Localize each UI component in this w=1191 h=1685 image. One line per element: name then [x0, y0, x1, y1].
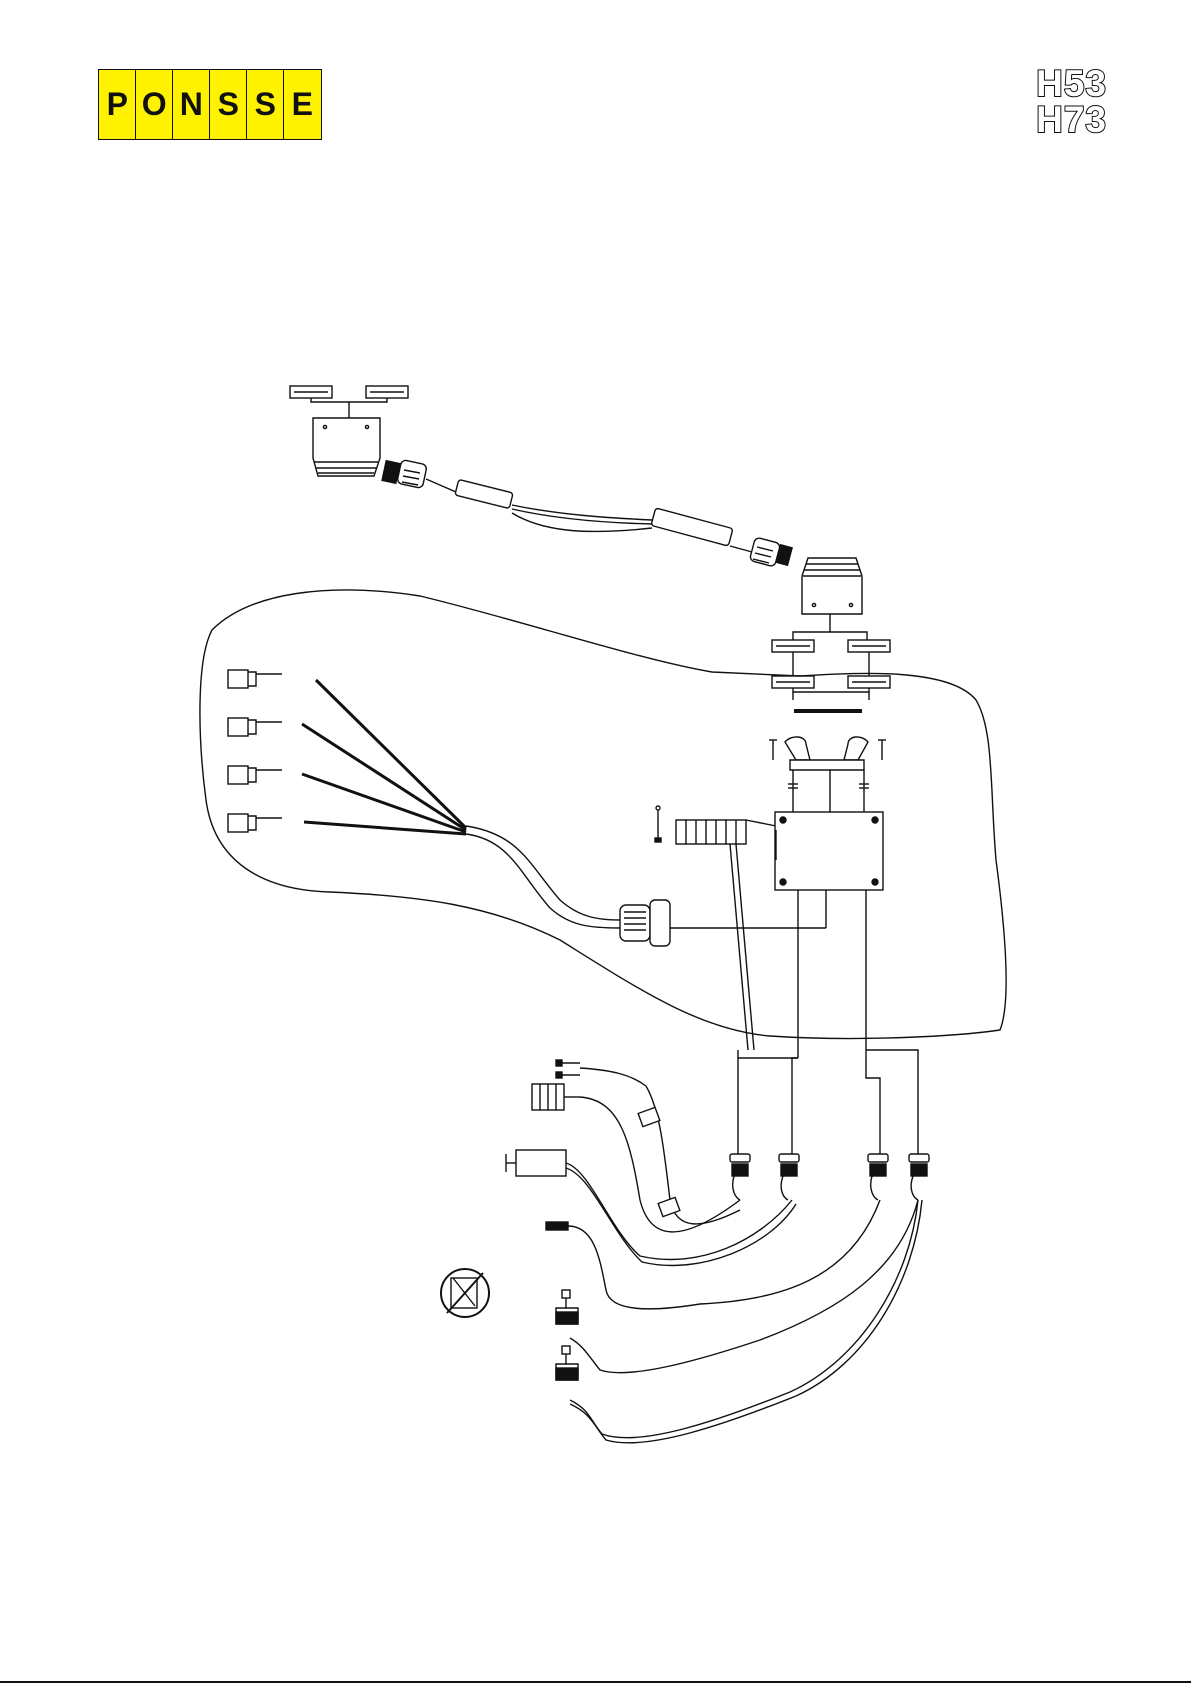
- top-plug-cable: [382, 460, 792, 567]
- not-used-symbol: [441, 1269, 489, 1317]
- small-connectors: [556, 1290, 578, 1380]
- junction-box: [775, 812, 883, 1058]
- enclosure-outline: [200, 590, 1006, 1039]
- right-hood-housing: [793, 558, 867, 640]
- valve-plugs: [228, 670, 620, 928]
- lower-wiring: [738, 1050, 918, 1158]
- cable-gland: [620, 890, 826, 946]
- top-hood-housing: [313, 418, 380, 476]
- top-connector-pair: [290, 386, 408, 418]
- bottom-glands: [730, 1154, 929, 1200]
- bottom-rule: [0, 1681, 1191, 1683]
- sensor-components: [506, 1060, 922, 1443]
- latch-clamp: [769, 737, 886, 812]
